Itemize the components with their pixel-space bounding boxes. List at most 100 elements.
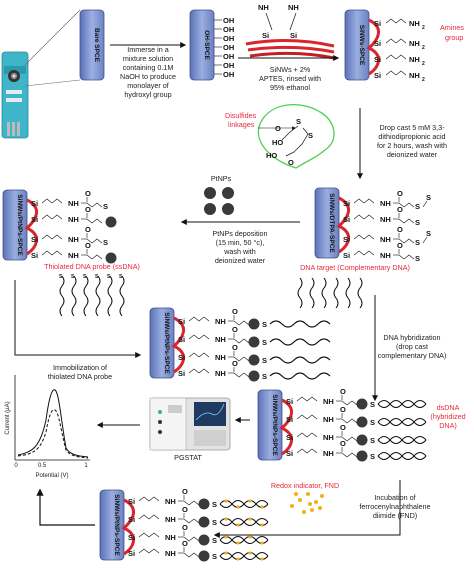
amine-si-1: Si: [374, 19, 381, 28]
ptnps-cluster: PtNPs: [204, 174, 234, 215]
ptnp-chain-4-si: Si: [31, 251, 38, 260]
dtpa-chain-1-nh: NH: [380, 199, 391, 208]
step7-line-2: ferrocenylnaphthalene: [359, 502, 430, 511]
target-strand-4: [333, 277, 339, 309]
dtpa-chain-2-s: S: [415, 218, 420, 227]
dtpa-chain-3-o: O: [397, 225, 403, 234]
step4-line-2: (15 min, 50 °c),: [216, 238, 265, 247]
pgstat-instrument: PGSTAT: [149, 397, 231, 462]
dtpa-chain-1-s2: S: [426, 193, 431, 202]
final-chain-4-ptnp: [198, 550, 210, 562]
final-chain-1-s: S: [212, 500, 217, 509]
dsdna-strand-b-2: [377, 418, 427, 426]
amines-label-line1: Amines: [440, 23, 464, 32]
ssdna-chain-1-ptnp: [248, 318, 260, 330]
zoom-line-top: [24, 9, 81, 66]
ssdna-probe-s-3: S: [83, 274, 87, 280]
redox-label: Redox indicator, FND: [271, 481, 339, 490]
ssdna-spce-label: SiNWs/PtNPs-SPCE: [163, 312, 170, 374]
target-strand-6: [357, 277, 363, 309]
final-fnd-4-3: [248, 551, 252, 555]
step6-line-3: complementary DNA): [378, 351, 447, 360]
dsdna-spce-electrode: SiNWs/PtNPs-SPCE: [257, 389, 293, 461]
dsdna-chain-2-s: S: [370, 418, 375, 427]
oh-group-6: OH: [223, 61, 234, 70]
ptnp-chain-1-o: O: [85, 189, 91, 198]
disulfides-label: Disulfides linkages: [225, 111, 296, 130]
fnd-dot-3: [314, 500, 318, 504]
final-fnd-2-3: [248, 517, 252, 521]
step3-line-2: dithiodipropionic acid: [378, 132, 445, 141]
ptnp-chain-3-si: Si: [31, 235, 38, 244]
dsdna-strand-b-1: [377, 400, 427, 408]
ssdna-chain-2-nh: NH: [215, 335, 226, 344]
dtpa-chain-1-si: Si: [343, 199, 350, 208]
final-fnd-2-4: [260, 523, 264, 527]
final-strand-b-1: [219, 500, 269, 508]
amine-nh2-2: NH: [409, 39, 420, 48]
final-chain-2-si: Si: [128, 515, 135, 524]
amine-nh2-4: NH: [409, 71, 420, 80]
dsdna-chain-2-si: Si: [286, 415, 293, 424]
ssdna-chain-2-s: S: [262, 338, 267, 347]
bare-spce-electrode: Bare SPCE: [79, 9, 105, 81]
final-chain-3-o: O: [182, 523, 188, 532]
dtpa-s2: S: [308, 131, 313, 140]
aptes-si-right: Si: [290, 31, 297, 40]
dsdna-chain-4-si: Si: [286, 449, 293, 458]
dsdna-chain-4-o: O: [340, 439, 346, 448]
ptnp-chain-4-o: O: [85, 241, 91, 250]
ssdna-chain-4-s: S: [262, 372, 267, 381]
final-fnd-4-2: [236, 557, 240, 561]
step1-line-4: NaOH to produce: [120, 72, 176, 81]
dsdna-chain-2-nh: NH: [323, 415, 334, 424]
step1-line-5: monolayer of: [127, 81, 169, 90]
target-strand-5: [345, 277, 351, 309]
arrow-final-to-graph: [36, 488, 95, 526]
thiolated-label: Thiolated DNA probe (ssDNA): [44, 262, 140, 271]
final-chain-2-o: O: [182, 505, 188, 514]
dtpa-chain-4-si: Si: [343, 251, 350, 260]
step2-line-3: 95% ethanol: [270, 83, 310, 92]
dsdna-strand-b-3: [377, 436, 427, 444]
ssdna-chain-4-o: O: [232, 359, 238, 368]
dtpa-spce-label: SiNWs/DTPA-SPCE: [328, 193, 335, 253]
dsdna-chain-4-nh: NH: [323, 449, 334, 458]
step4-line-4: deionized water: [215, 256, 266, 265]
dsdna-label-line1: dsDNA: [437, 403, 460, 412]
oh-spce-label: OH-SPCE: [203, 30, 210, 60]
dsdna-label: dsDNA (hybridized DNA): [430, 403, 465, 430]
ssdna-chain-3-o: O: [232, 343, 238, 352]
ssdna-strand-2: [269, 338, 331, 346]
dtpa-chain-4-o: O: [397, 241, 403, 250]
oh-group-5: OH: [223, 52, 234, 61]
ssdna-strand-3: [269, 356, 331, 364]
aptes-nh2-right: NH: [288, 3, 299, 12]
ssdna-probe-s-2: S: [71, 274, 75, 280]
dsdna-label-line2: (hybridized: [430, 412, 465, 421]
dtpa-chain-2-si: Si: [343, 215, 350, 224]
ssdna-probe-s-6: S: [119, 274, 123, 280]
amine-nh2-3: NH: [409, 55, 420, 64]
ptnp-chain-2-nh: NH: [68, 215, 79, 224]
ssdna-probe-6: [119, 275, 125, 317]
ssdna-strand-1: [269, 320, 331, 328]
final-fnd-1-3: [248, 499, 252, 503]
dtpa-s1: S: [296, 117, 301, 126]
fnd-dot-6: [320, 494, 324, 498]
ptnps-label: PtNPs: [211, 174, 232, 183]
dtpa-ho2: HO: [266, 151, 277, 160]
final-fnd-3-1: [224, 535, 228, 539]
ptnp-chain-2-si: Si: [31, 215, 38, 224]
final-fnd-2-1: [224, 517, 228, 521]
final-chain-1-nh: NH: [165, 497, 176, 506]
ptnp-chain-1-s: S: [103, 202, 108, 211]
fnd-dot-5: [310, 508, 314, 512]
final-fnd-3-2: [236, 541, 240, 545]
fnd-dot-4: [290, 504, 294, 508]
